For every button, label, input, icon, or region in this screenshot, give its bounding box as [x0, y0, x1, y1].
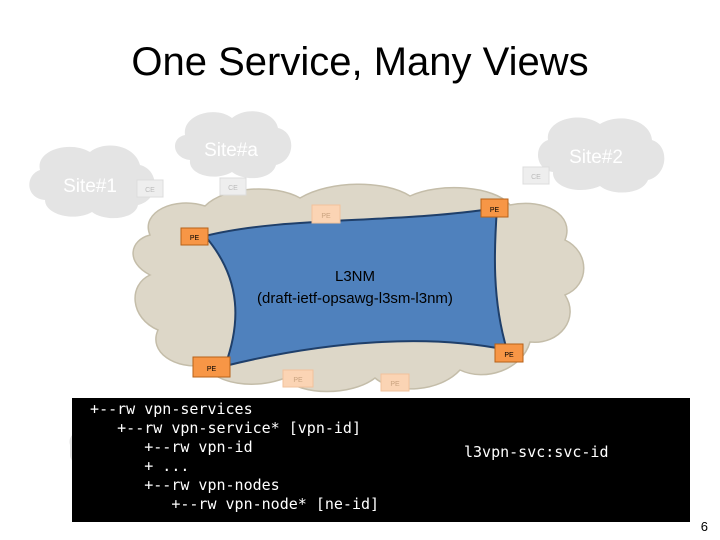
pe-label-bottom-right: PE — [504, 352, 514, 359]
pe-label-faded-bottom-1: PE — [293, 377, 303, 384]
l3nm-title: L3NM — [335, 268, 375, 285]
site-2-label: Site#2 — [569, 147, 623, 168]
yang-line-2: +--rw vpn-service* [vpn-id] — [72, 419, 361, 437]
pe-box-top-right: PE — [480, 198, 509, 218]
site-1-cloud — [29, 145, 155, 219]
site-a-label: Site#a — [204, 140, 258, 161]
ce-label-2: CE — [228, 185, 238, 192]
yang-tree-box: +--rw vpn-services +--rw vpn-service* [v… — [72, 398, 690, 522]
site-1-label: Site#1 — [63, 176, 117, 197]
ce-box-1: CE — [136, 179, 164, 198]
pe-box-faded-bottom-1: PE — [282, 369, 314, 388]
ce-box-2: CE — [219, 177, 247, 196]
yang-line-4: + ... — [72, 457, 190, 475]
page-number: 6 — [700, 519, 708, 534]
site-2-cloud — [537, 117, 665, 193]
yang-line-6: +--rw vpn-node* [ne-id] — [72, 495, 380, 513]
svc-id-annotation: l3vpn-svc:svc-id — [464, 443, 609, 461]
pe-label-faded-bottom-2: PE — [390, 381, 400, 388]
site-a-cloud — [174, 111, 292, 179]
l3nm-service-shape — [203, 206, 509, 368]
pe-box-faded-bottom-2: PE — [380, 373, 410, 392]
yang-line-3: +--rw vpn-id — [72, 438, 253, 456]
pe-box-bottom-left: PE — [192, 356, 231, 378]
slide-title: One Service, Many Views — [131, 40, 589, 84]
pe-label-top-right: PE — [490, 207, 500, 214]
l3nm-draft-name: (draft-ietf-opsawg-l3sm-l3nm) — [257, 290, 453, 307]
pe-label-faded-top: PE — [321, 213, 331, 220]
pe-label-left: PE — [190, 235, 200, 242]
ce-label-1: CE — [145, 187, 155, 194]
pe-box-left: PE — [180, 227, 209, 246]
yang-line-5: +--rw vpn-nodes — [72, 476, 280, 494]
ce-label-3: CE — [531, 174, 541, 181]
ce-box-3: CE — [522, 166, 550, 185]
pe-box-bottom-right: PE — [494, 343, 524, 363]
yang-line-1: +--rw vpn-services — [72, 400, 253, 418]
pe-label-bottom-left: PE — [207, 366, 217, 373]
pe-box-faded-top: PE — [311, 204, 341, 224]
